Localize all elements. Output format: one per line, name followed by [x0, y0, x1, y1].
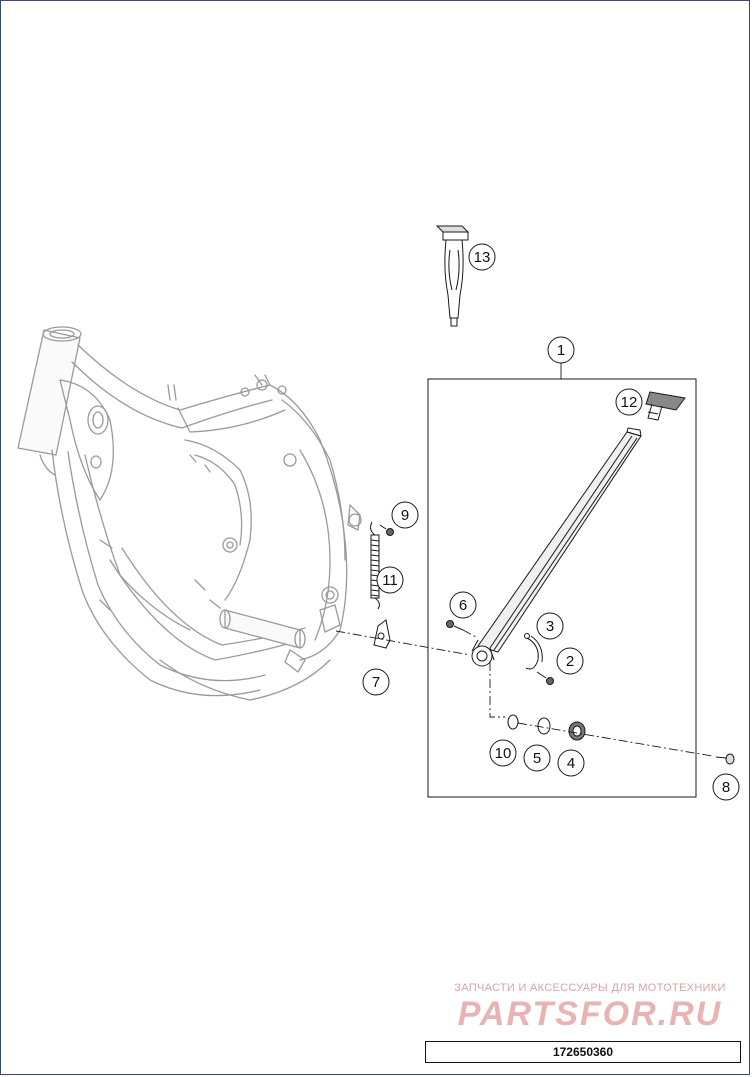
svg-text:5: 5	[533, 750, 541, 767]
part-9-screw	[379, 524, 394, 536]
svg-text:7: 7	[372, 674, 380, 691]
part-7-plate	[373, 619, 391, 649]
side-stand	[471, 427, 642, 667]
svg-text:13: 13	[474, 249, 491, 266]
part-13-tool	[435, 225, 470, 327]
svg-text:6: 6	[459, 597, 467, 614]
callout-5: 5	[523, 744, 551, 772]
callout-1: 1	[547, 336, 575, 364]
part-number-box: 172650360	[425, 1041, 741, 1063]
callout-4: 4	[557, 749, 585, 777]
part-10-washer	[507, 714, 519, 730]
svg-text:3: 3	[546, 618, 554, 635]
part-8-bolt	[715, 753, 735, 765]
callout-7: 7	[362, 668, 390, 696]
part-3-bracket	[524, 633, 543, 670]
watermark-logo: PARTSFOR.RU	[457, 995, 723, 1033]
callout-9: 9	[391, 501, 419, 529]
callout-10: 10	[489, 739, 517, 767]
callout-12: 12	[615, 388, 643, 416]
part-11-spring	[370, 521, 380, 610]
svg-text:11: 11	[382, 572, 398, 589]
watermark-tagline: ЗАПЧАСТИ И АКСЕССУАРЫ ДЛЯ МОТОТЕХНИКИ	[454, 982, 726, 994]
callout-8: 8	[712, 773, 740, 801]
part-5-washer	[537, 717, 551, 735]
svg-text:2: 2	[566, 653, 574, 670]
part-1-assembly-box	[427, 378, 697, 798]
part-6-screw	[446, 620, 464, 631]
svg-text:4: 4	[567, 755, 575, 772]
assembly-lines	[335, 629, 713, 757]
part-12-foot-pad	[645, 391, 686, 421]
svg-text:10: 10	[495, 745, 512, 762]
callout-6: 6	[449, 591, 477, 619]
part-4-bushing	[568, 721, 586, 741]
motorcycle-frame	[17, 326, 362, 701]
svg-text:12: 12	[621, 394, 638, 411]
svg-text:8: 8	[722, 779, 730, 796]
callout-3: 3	[536, 612, 564, 640]
svg-text:9: 9	[401, 507, 409, 524]
svg-text:1: 1	[557, 342, 565, 359]
callout-11: 11	[376, 566, 404, 594]
callout-2: 2	[556, 647, 584, 675]
part-2-screw	[536, 671, 554, 685]
callout-13: 13	[468, 243, 496, 271]
